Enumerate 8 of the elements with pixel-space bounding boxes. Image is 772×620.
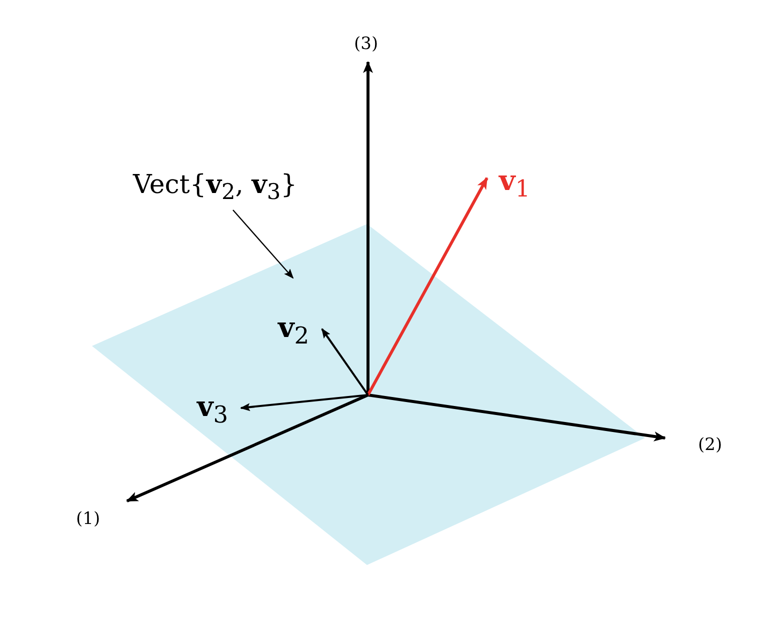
vector-label: v$_{1}$	[499, 167, 530, 201]
set-label: Vect{v$_{2}$, v$_{3}$}	[133, 172, 298, 204]
vector-label: v$_{3}$	[197, 393, 228, 427]
leader-line	[232, 210, 294, 279]
axis-label: (2)	[698, 437, 722, 454]
axis-label: (3)	[354, 36, 378, 53]
axis-label: (1)	[76, 511, 100, 528]
vector-label: v$_{2}$	[278, 314, 310, 348]
